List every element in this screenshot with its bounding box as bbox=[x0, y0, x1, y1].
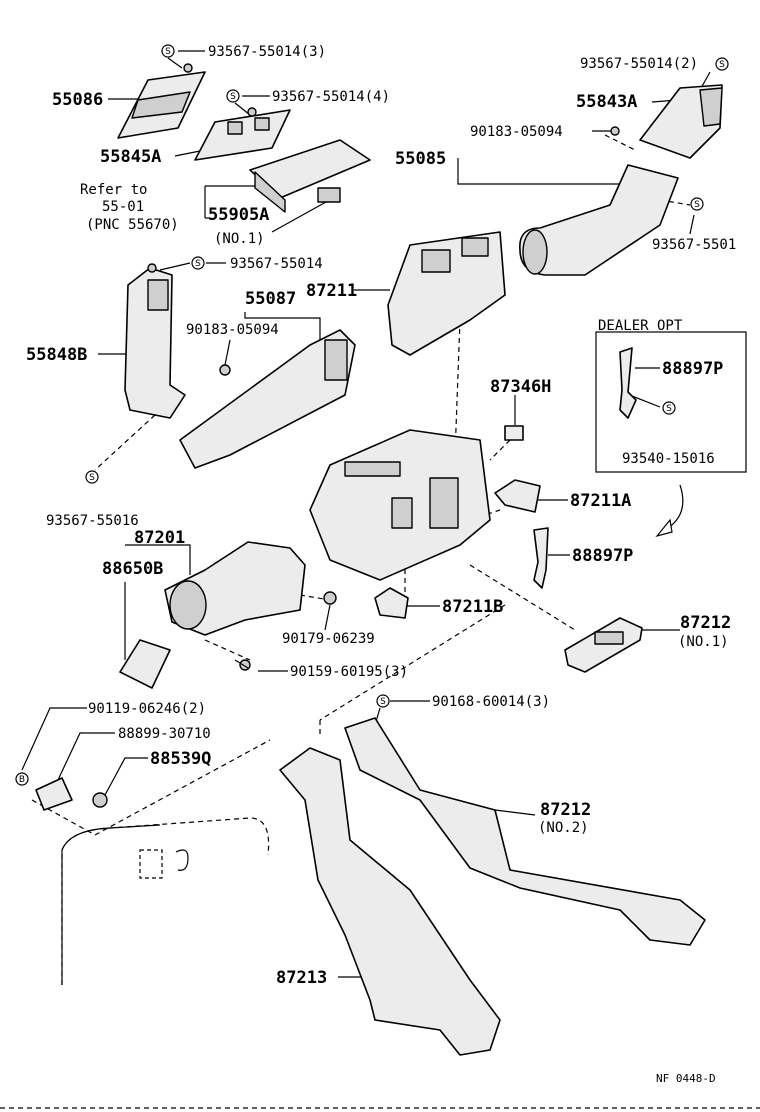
part-87211B bbox=[374, 587, 409, 619]
part-87213 bbox=[279, 747, 501, 1056]
part-55905A bbox=[249, 139, 371, 213]
callout-55905A: 55905A bbox=[208, 205, 269, 225]
svg-text:S: S bbox=[165, 47, 171, 57]
callout-90159-60195: 90159-60195(3) bbox=[290, 664, 408, 680]
callout-55905A-no1: (NO.1) bbox=[214, 231, 265, 247]
s-symbol: S bbox=[376, 694, 390, 708]
callout-87213: 87213 bbox=[276, 968, 327, 988]
part-87211 bbox=[387, 231, 506, 356]
svg-text:S: S bbox=[694, 200, 700, 210]
callout-88899-30710: 88899-30710 bbox=[118, 726, 211, 742]
svg-text:S: S bbox=[719, 60, 725, 70]
callout-55085: 55085 bbox=[395, 149, 446, 169]
svg-text:S: S bbox=[195, 259, 201, 269]
svg-text:S: S bbox=[89, 473, 95, 483]
callout-55087: 55087 bbox=[245, 289, 296, 309]
part-heater-unit bbox=[309, 429, 491, 581]
part-55848B bbox=[124, 267, 186, 419]
svg-text:S: S bbox=[230, 92, 236, 102]
callout-87211: 87211 bbox=[306, 281, 357, 301]
svg-text:S: S bbox=[666, 404, 672, 414]
part-55843A bbox=[639, 84, 723, 159]
s-symbol: S bbox=[662, 401, 676, 415]
callout-93567-55014-left: 93567-55014 bbox=[230, 256, 323, 272]
callout-88897P-a: 88897P bbox=[662, 359, 723, 379]
callout-90183-05094-right: 90183-05094 bbox=[470, 124, 563, 140]
callout-88539Q: 88539Q bbox=[150, 749, 211, 769]
callout-87212-no2-qualifier: (NO.2) bbox=[538, 820, 589, 836]
part-88897P-b bbox=[533, 527, 549, 589]
callout-93540-15016: 93540-15016 bbox=[622, 451, 715, 467]
part-90159 bbox=[234, 659, 251, 671]
part-55085 bbox=[519, 164, 679, 276]
callout-93567-55014-3: 93567-55014(3) bbox=[208, 44, 326, 60]
callout-87212-no1: 87212 bbox=[680, 613, 731, 633]
callout-dealer-opt: DEALER OPT bbox=[598, 318, 683, 334]
part-87212-no1 bbox=[564, 617, 643, 673]
assembly-lines bbox=[31, 134, 691, 836]
callout-55086: 55086 bbox=[52, 90, 103, 110]
part-88650B bbox=[119, 639, 171, 689]
callout-93567-55014-4: 93567-55014(4) bbox=[272, 89, 390, 105]
part-90179 bbox=[323, 591, 337, 605]
svg-text:B: B bbox=[19, 775, 25, 785]
part-87212-no2 bbox=[344, 717, 706, 946]
s-symbol: S bbox=[161, 44, 175, 58]
callout-87212-no2: 87212 bbox=[540, 800, 591, 820]
callout-refer-to: Refer to bbox=[80, 182, 147, 198]
part-55845A bbox=[194, 109, 291, 161]
s-symbol: S bbox=[715, 57, 729, 71]
callout-refer-pnc: (PNC 55670) bbox=[86, 217, 179, 233]
callout-87212-no1-qualifier: (NO.1) bbox=[678, 634, 729, 650]
callout-88650B: 88650B bbox=[102, 559, 163, 579]
callout-93567-55014-2: 93567-55014(2) bbox=[580, 56, 698, 72]
callout-90119-06246: 90119-06246(2) bbox=[88, 701, 206, 717]
callout-90183-05094-left: 90183-05094 bbox=[186, 322, 279, 338]
part-fasteners bbox=[147, 63, 620, 376]
callout-90168-60014: 90168-60014(3) bbox=[432, 694, 550, 710]
callout-88897P-b: 88897P bbox=[572, 546, 633, 566]
part-55086 bbox=[117, 71, 206, 139]
b-symbol: B bbox=[15, 772, 29, 786]
callout-93567-55016: 93567-55016 bbox=[46, 513, 139, 529]
s-symbol: S bbox=[191, 256, 205, 270]
part-87201 bbox=[164, 541, 306, 636]
part-88897P-a bbox=[619, 347, 637, 419]
callout-87201: 87201 bbox=[134, 528, 185, 548]
panel-outline bbox=[61, 817, 270, 985]
part-55087 bbox=[179, 329, 356, 469]
callout-90179-06239: 90179-06239 bbox=[282, 631, 375, 647]
leader-lines bbox=[21, 50, 747, 978]
part-87346H bbox=[504, 425, 524, 441]
callout-labels: 93567-55014(3) 55086 93567-55014(4) 5584… bbox=[26, 44, 736, 1085]
s-symbol: S bbox=[85, 470, 99, 484]
callout-55843A: 55843A bbox=[576, 92, 637, 112]
svg-text:S: S bbox=[380, 697, 386, 707]
callout-55848B: 55848B bbox=[26, 345, 87, 365]
s-symbol: S bbox=[690, 197, 704, 211]
callout-refer-section: 55-01 bbox=[102, 199, 144, 215]
callout-87211B: 87211B bbox=[442, 597, 503, 617]
callout-93567-5501: 93567-5501 bbox=[652, 237, 736, 253]
callout-87346H: 87346H bbox=[490, 377, 551, 397]
diagram-reference-code: NF 0448-D bbox=[656, 1072, 716, 1085]
part-87211A bbox=[494, 479, 541, 513]
callout-55845A: 55845A bbox=[100, 147, 161, 167]
part-88539Q bbox=[92, 792, 108, 808]
part-88899 bbox=[35, 777, 73, 811]
symbols: S S S S S S S S B bbox=[15, 44, 729, 786]
callout-87211A: 87211A bbox=[570, 491, 631, 511]
s-symbol: S bbox=[226, 89, 240, 103]
